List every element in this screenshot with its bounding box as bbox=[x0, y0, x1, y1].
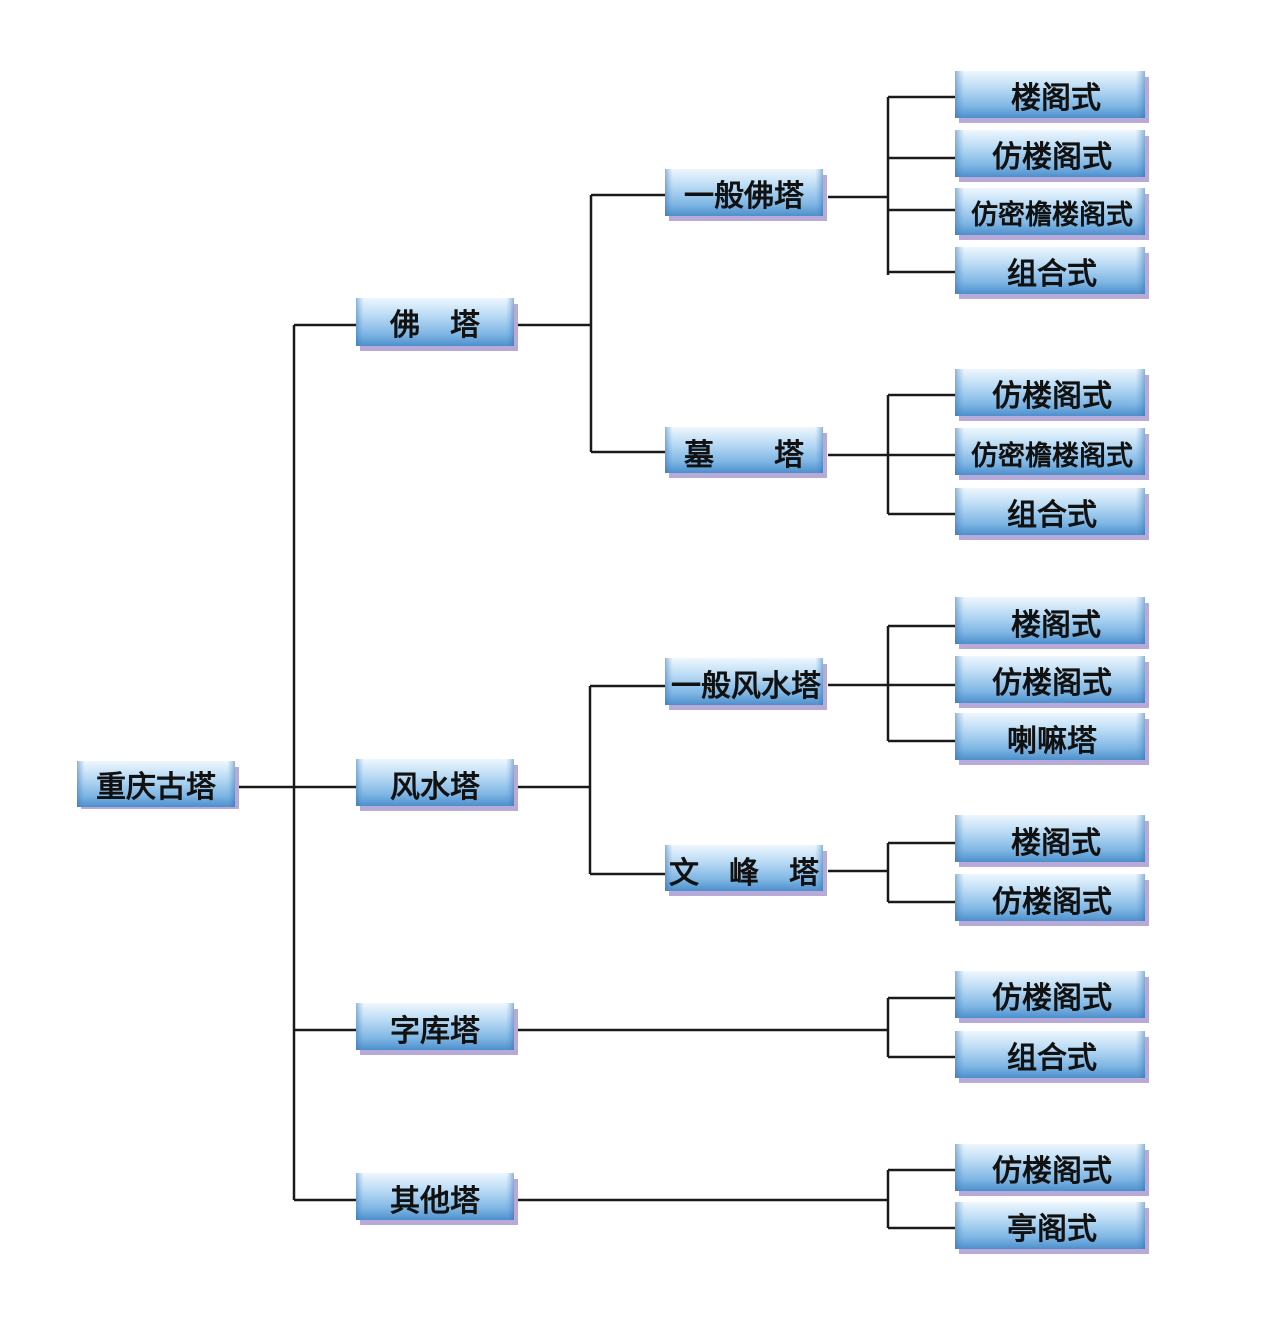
node-qitata-label: 其他塔 bbox=[390, 1184, 481, 1219]
node-qitata: 其他塔 bbox=[356, 1173, 518, 1225]
node-root-label: 重庆古塔 bbox=[96, 770, 217, 805]
node-yibanfengshuita: 一般风水塔 bbox=[665, 658, 827, 710]
node-muta-label: 墓 塔 bbox=[683, 438, 805, 473]
node-yibanfengshuita-label: 一般风水塔 bbox=[671, 669, 822, 704]
connectors bbox=[239, 95, 955, 1230]
leaf-4: 组合式 bbox=[955, 247, 1149, 299]
leaf-9: 仿楼阁式 bbox=[955, 656, 1149, 708]
node-yibanfota-label: 一般佛塔 bbox=[684, 179, 805, 214]
leaf-13-label: 仿楼阁式 bbox=[992, 981, 1112, 1016]
leaf-6: 仿密檐楼阁式 bbox=[955, 428, 1149, 480]
node-muta: 墓 塔 bbox=[665, 427, 827, 478]
leaf-5-label: 仿楼阁式 bbox=[992, 379, 1112, 414]
node-root: 重庆古塔 bbox=[77, 761, 239, 809]
leaf-11: 楼阁式 bbox=[955, 815, 1149, 867]
leaf-13: 仿楼阁式 bbox=[955, 971, 1149, 1023]
node-wenfengta: 文 峰 塔 bbox=[665, 845, 827, 896]
leaf-14-label: 组合式 bbox=[1007, 1041, 1097, 1076]
leaf-6-label: 仿密檐楼阁式 bbox=[971, 440, 1133, 472]
leaf-11-label: 楼阁式 bbox=[1011, 826, 1101, 861]
node-fengshuita-label: 风水塔 bbox=[390, 770, 481, 805]
node-fota: 佛 塔 bbox=[356, 298, 518, 351]
leaf-10-label: 喇嘛塔 bbox=[1007, 724, 1098, 759]
leaf-15-label: 仿楼阁式 bbox=[992, 1154, 1112, 1189]
node-zikuta: 字库塔 bbox=[356, 1003, 518, 1055]
node-fota-label: 佛 塔 bbox=[389, 308, 481, 343]
leaf-10: 喇嘛塔 bbox=[955, 713, 1149, 765]
leaf-4-label: 组合式 bbox=[1007, 257, 1097, 292]
leaf-1: 楼阁式 bbox=[955, 71, 1149, 123]
leaf-16: 亭阁式 bbox=[955, 1202, 1149, 1254]
leaf-8: 楼阁式 bbox=[955, 597, 1149, 649]
leaf-5: 仿楼阁式 bbox=[955, 369, 1149, 421]
node-fengshuita: 风水塔 bbox=[356, 759, 518, 811]
leaf-1-label: 楼阁式 bbox=[1011, 81, 1101, 116]
leaf-3: 仿密檐楼阁式 bbox=[955, 188, 1149, 240]
leaf-14: 组合式 bbox=[955, 1031, 1149, 1083]
leaf-7: 组合式 bbox=[955, 488, 1149, 540]
leaf-8-label: 楼阁式 bbox=[1011, 608, 1101, 643]
leaf-12-label: 仿楼阁式 bbox=[992, 885, 1112, 920]
leaf-16-label: 亭阁式 bbox=[1007, 1212, 1097, 1247]
leaf-3-label: 仿密檐楼阁式 bbox=[971, 199, 1133, 231]
node-yibanfota: 一般佛塔 bbox=[665, 169, 827, 221]
leaf-15: 仿楼阁式 bbox=[955, 1144, 1149, 1196]
leaf-2-label: 仿楼阁式 bbox=[992, 140, 1112, 175]
leaf-7-label: 组合式 bbox=[1007, 498, 1097, 533]
leaf-12: 仿楼阁式 bbox=[955, 874, 1149, 926]
leaf-2: 仿楼阁式 bbox=[955, 130, 1149, 182]
leaf-9-label: 仿楼阁式 bbox=[992, 666, 1112, 701]
node-zikuta-label: 字库塔 bbox=[390, 1014, 481, 1049]
node-wenfengta-label: 文 峰 塔 bbox=[669, 856, 820, 891]
